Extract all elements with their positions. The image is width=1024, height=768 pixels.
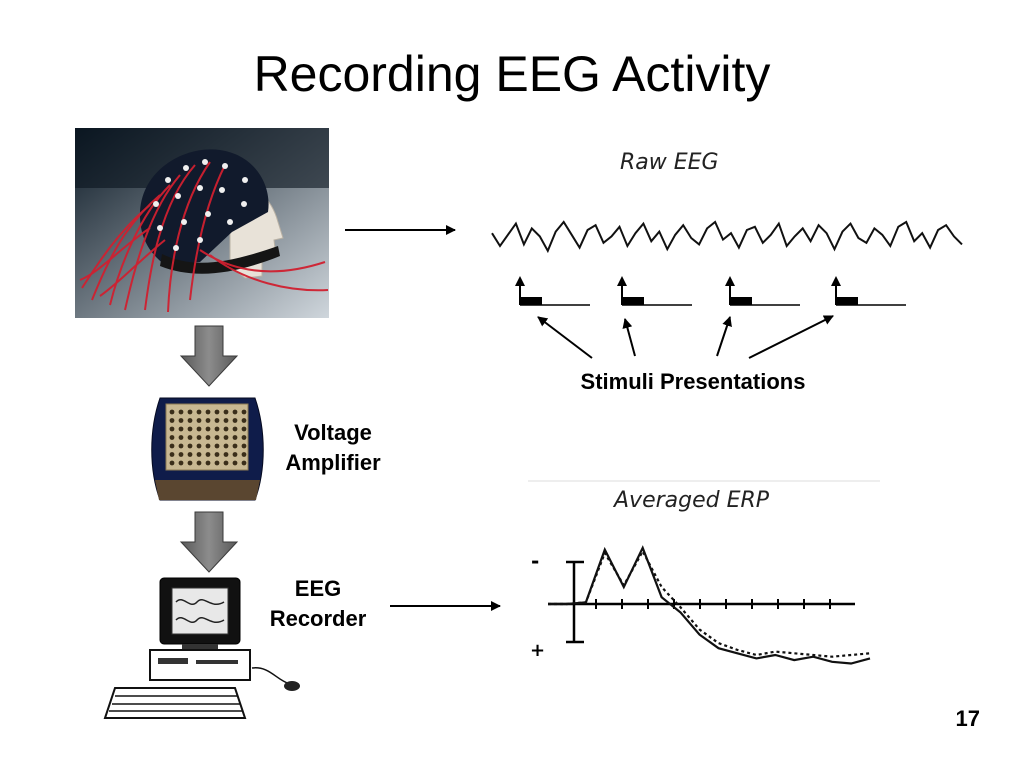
raw-eeg-title: Raw EEG bbox=[620, 150, 719, 175]
stimuli-pointer-arrows bbox=[537, 315, 834, 359]
amplifier-socket bbox=[196, 435, 202, 440]
amplifier-socket bbox=[187, 426, 193, 432]
voltage-amplifier-label-line2: Amplifier bbox=[285, 450, 381, 475]
eeg-recorder-label: EEG Recorder bbox=[250, 574, 386, 634]
amplifier-socket bbox=[205, 460, 211, 466]
amplifier-socket bbox=[187, 409, 193, 415]
amplifier-socket bbox=[241, 409, 247, 415]
amplifier-socket bbox=[223, 426, 229, 432]
eeg-recorder-label-line1: EEG bbox=[294, 576, 342, 601]
amplifier-socket bbox=[241, 443, 247, 449]
voltage-amplifier-label: Voltage Amplifier bbox=[268, 418, 398, 478]
amplifier-socket bbox=[178, 426, 184, 432]
amplifier-socket bbox=[178, 418, 184, 423]
stimulus-marker bbox=[515, 276, 590, 306]
averaged-erp-title: Averaged ERP bbox=[614, 488, 770, 513]
amplifier-socket bbox=[187, 435, 193, 440]
stimuli-presentations-label: Stimuli Presentations bbox=[580, 369, 806, 394]
amplifier-socket bbox=[187, 460, 193, 466]
slide-number: 17 bbox=[955, 706, 980, 731]
raw-eeg-chart bbox=[491, 220, 963, 306]
amplifier-socket bbox=[169, 435, 175, 440]
amplifier-socket bbox=[232, 443, 238, 449]
amplifier-socket bbox=[205, 443, 211, 449]
amplifier-socket bbox=[223, 443, 229, 449]
down-arrow-amplifier-to-recorder bbox=[179, 511, 239, 573]
amplifier-socket bbox=[232, 435, 238, 440]
amplifier-socket bbox=[223, 418, 229, 423]
raw-eeg-series bbox=[491, 220, 963, 254]
erp-series-dotted bbox=[548, 548, 871, 658]
amplifier-socket bbox=[196, 460, 202, 466]
amplifier-socket bbox=[169, 418, 175, 423]
amplifier-socket bbox=[178, 452, 184, 457]
amplifier-socket bbox=[178, 460, 184, 466]
amplifier-socket bbox=[214, 443, 220, 449]
amplifier-socket bbox=[169, 426, 175, 432]
amplifier-socket bbox=[232, 426, 238, 432]
stimulus-marker bbox=[617, 276, 692, 306]
amplifier-socket bbox=[169, 409, 175, 415]
amplifier-socket bbox=[241, 435, 247, 440]
amplifier-socket bbox=[178, 435, 184, 440]
amplifier-socket bbox=[241, 460, 247, 466]
erp-plus-label: + bbox=[530, 640, 545, 661]
amplifier-socket bbox=[169, 460, 175, 466]
amplifier-socket bbox=[223, 409, 229, 415]
amplifier-socket bbox=[241, 452, 247, 457]
amplifier-socket bbox=[205, 435, 211, 440]
down-arrow-cap-to-amplifier bbox=[179, 325, 239, 387]
amplifier-socket bbox=[169, 452, 175, 457]
amplifier-socket bbox=[178, 443, 184, 449]
amplifier-socket bbox=[232, 460, 238, 466]
amplifier-socket bbox=[196, 443, 202, 449]
erp-y-scale-bar bbox=[566, 560, 584, 644]
amplifier-socket bbox=[214, 418, 220, 423]
voltage-amplifier-image bbox=[151, 397, 264, 501]
amplifier-socket bbox=[214, 435, 220, 440]
amplifier-socket bbox=[214, 460, 220, 466]
stimulus-marker bbox=[725, 276, 800, 306]
amplifier-socket bbox=[196, 426, 202, 432]
amplifier-socket bbox=[241, 418, 247, 423]
amplifier-socket bbox=[223, 452, 229, 457]
eeg-cap-image bbox=[75, 128, 329, 318]
slide-title: Recording EEG Activity bbox=[253, 46, 771, 102]
amplifier-socket bbox=[214, 409, 220, 415]
amplifier-socket bbox=[187, 452, 193, 457]
amplifier-socket bbox=[196, 409, 202, 415]
amplifier-socket bbox=[196, 418, 202, 423]
voltage-amplifier-label-line1: Voltage bbox=[294, 420, 372, 445]
erp-minus-label: - bbox=[531, 549, 539, 573]
amplifier-socket bbox=[196, 452, 202, 457]
stimulus-marker bbox=[831, 276, 906, 306]
amplifier-socket bbox=[187, 418, 193, 423]
amplifier-socket bbox=[223, 460, 229, 466]
amplifier-socket bbox=[232, 409, 238, 415]
amplifier-socket bbox=[214, 452, 220, 457]
amplifier-socket bbox=[214, 426, 220, 432]
amplifier-socket bbox=[205, 426, 211, 432]
amplifier-socket bbox=[205, 418, 211, 423]
amplifier-socket bbox=[232, 418, 238, 423]
amplifier-socket bbox=[178, 409, 184, 415]
amplifier-socket bbox=[232, 452, 238, 457]
averaged-erp-chart: - + bbox=[528, 480, 880, 665]
eeg-recorder-image bbox=[103, 577, 300, 719]
amplifier-socket bbox=[169, 443, 175, 449]
amplifier-socket bbox=[205, 452, 211, 457]
amplifier-socket bbox=[241, 426, 247, 432]
amplifier-socket bbox=[223, 435, 229, 440]
amplifier-socket bbox=[205, 409, 211, 415]
eeg-recorder-label-line2: Recorder bbox=[269, 606, 367, 631]
amplifier-socket bbox=[187, 443, 193, 449]
